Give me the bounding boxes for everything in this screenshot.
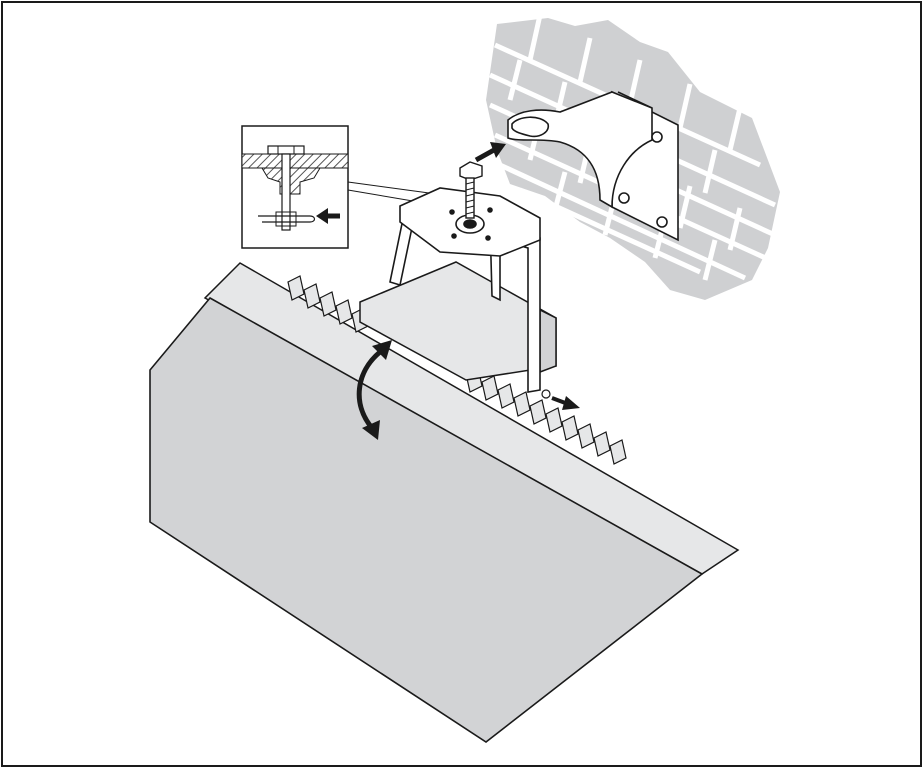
heater-front-panel: [149, 296, 704, 743]
screw-head-icon: [651, 131, 663, 143]
bolt-washer-detail-icon: [241, 125, 349, 249]
tilt-rotation-arrow: [356, 340, 392, 440]
attach-to-bracket-arrow: [474, 142, 506, 163]
remove-pin-arrow: [541, 389, 580, 410]
screw-head-icon: [618, 192, 630, 204]
insert-pin-arrow: [316, 208, 340, 224]
mounting-yoke: [389, 187, 541, 393]
mounting-bolt: [459, 161, 483, 219]
wall-bracket: [507, 90, 679, 242]
heater-housing: [359, 261, 557, 381]
screw-head-icon: [656, 216, 668, 228]
